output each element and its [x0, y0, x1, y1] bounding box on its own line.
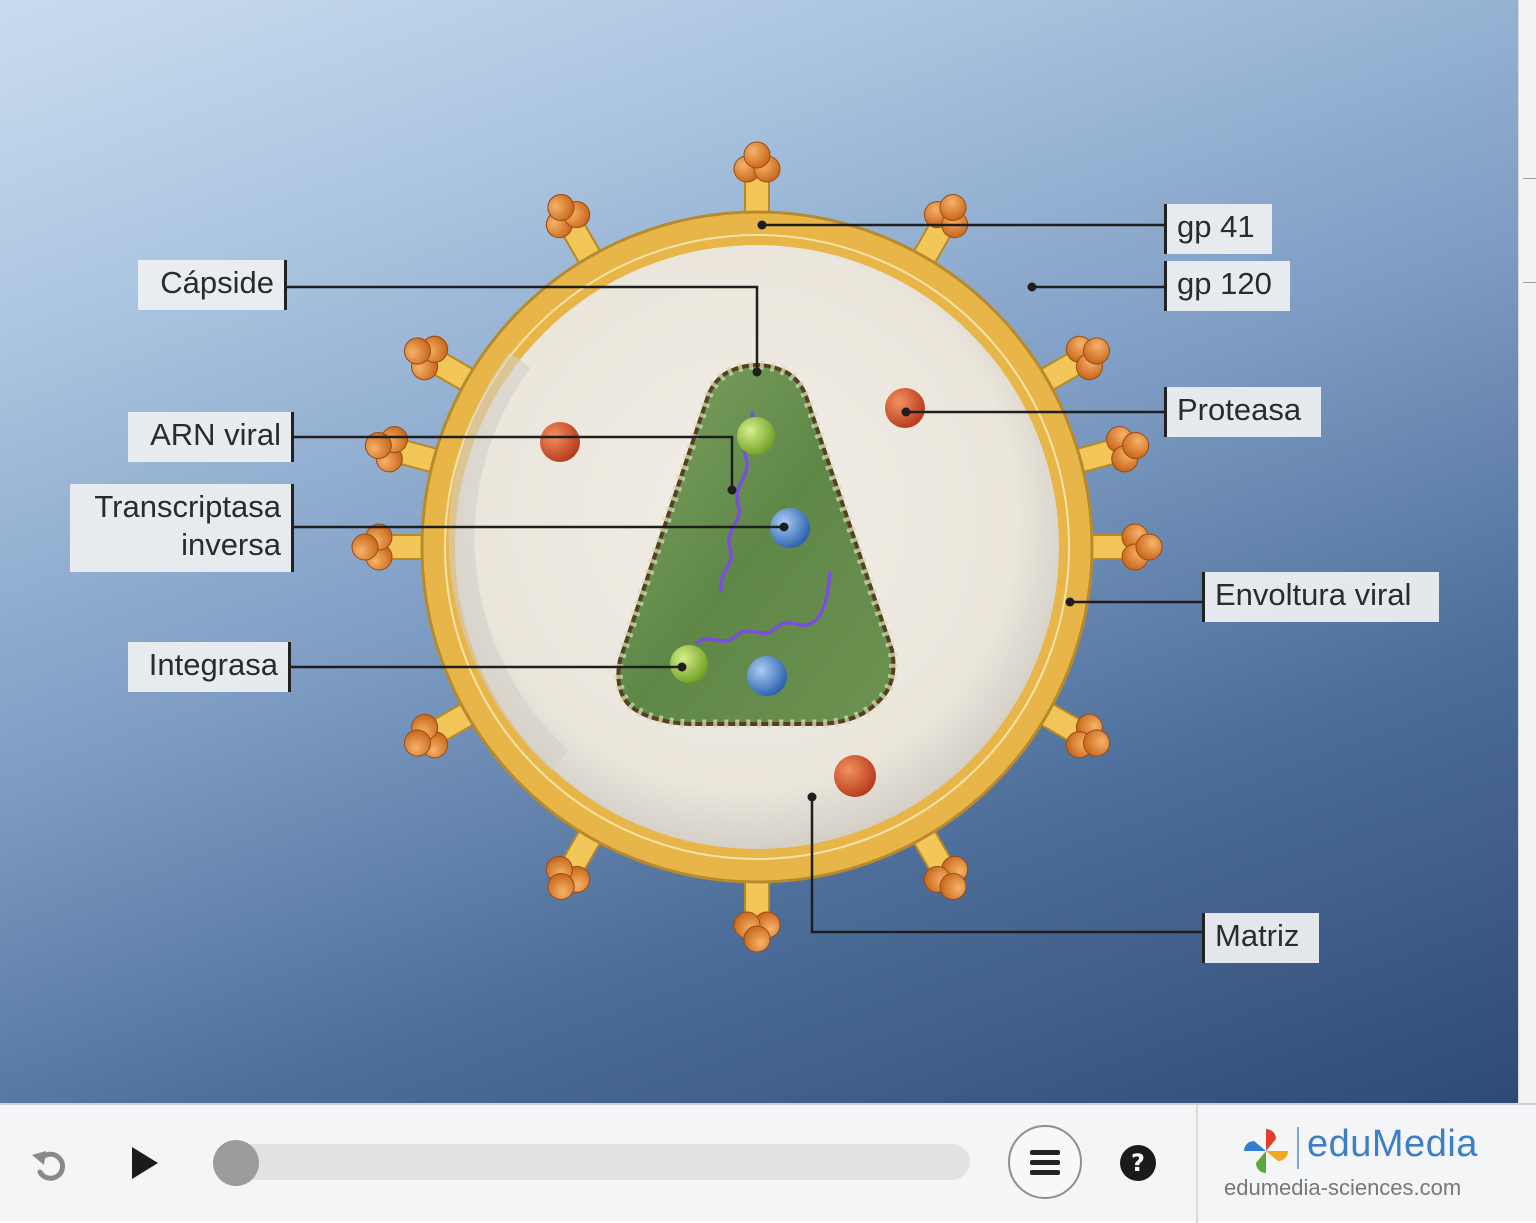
gp120-knob [1082, 337, 1110, 365]
scroll-tick [1523, 282, 1536, 283]
envelope-spike [733, 141, 781, 222]
progress-slider[interactable] [214, 1144, 970, 1180]
leader-lines [287, 223, 1202, 934]
progress-slider-handle[interactable] [213, 1140, 259, 1186]
gp120-knob [404, 337, 432, 365]
gp120-knob [547, 872, 575, 900]
leader-dots [677, 220, 1075, 802]
reset-button[interactable] [28, 1143, 72, 1187]
gp120-knob [1135, 533, 1163, 561]
play-button[interactable] [122, 1141, 166, 1185]
help-button[interactable]: ? [1120, 1145, 1156, 1181]
label-integrasa: Integrasa [128, 642, 291, 692]
gp120-knob [743, 141, 771, 169]
gp120-knob [1122, 432, 1150, 460]
scroll-tick [1523, 178, 1536, 179]
gp120-knob [743, 925, 771, 953]
hiv-virion-illustration [287, 141, 1202, 953]
label-gp120: gp 120 [1164, 261, 1290, 311]
gp120-knob [1082, 729, 1110, 757]
brand-divider [1196, 1105, 1198, 1223]
label-transcriptasa-inversa: Transcriptasa inversa [70, 484, 294, 572]
side-scrollbar[interactable] [1518, 0, 1536, 1103]
play-icon [132, 1147, 158, 1179]
protease-particle [834, 755, 876, 797]
gp120-knob [547, 194, 575, 222]
gp120-knob [939, 194, 967, 222]
reset-icon [32, 1151, 66, 1181]
gp120-knob [364, 432, 392, 460]
menu-button[interactable] [1008, 1125, 1082, 1199]
transcriptase-particle [747, 656, 787, 696]
transcriptase-particle [770, 508, 810, 548]
envelope-spikes [351, 141, 1163, 953]
edumedia-logo-icon [1240, 1125, 1292, 1177]
envelope-spike [351, 523, 432, 571]
envelope-spike [1034, 700, 1110, 759]
label-proteasa: Proteasa [1164, 387, 1321, 437]
integrase-particle [670, 645, 708, 683]
brand-url[interactable]: edumedia-sciences.com [1224, 1175, 1462, 1200]
envelope-spike [1068, 426, 1150, 475]
matrix-shadow [448, 352, 569, 770]
brand-name[interactable]: eduMedia [1307, 1123, 1478, 1165]
capsid-border-pattern [613, 360, 898, 729]
label-envoltura-viral: Envoltura viral [1202, 572, 1439, 622]
envelope-spike [364, 426, 446, 475]
gp120-knob [939, 872, 967, 900]
menu-icon [1030, 1160, 1060, 1165]
gp120-knob [351, 533, 379, 561]
leader-matriz [810, 797, 1202, 934]
label-capside: Cápside [138, 260, 287, 310]
envelope-inner-line [444, 234, 1070, 860]
envelope-spike [733, 872, 781, 953]
rna-strand-2 [694, 571, 832, 646]
integrase-particle [737, 417, 775, 455]
gp120-knob [404, 729, 432, 757]
label-matriz: Matriz [1202, 913, 1319, 963]
menu-icon [1030, 1170, 1060, 1175]
diagram-stage: Cápside ARN viral Transcriptasa inversa … [0, 0, 1518, 1103]
leader-capside [287, 285, 759, 372]
label-gp41: gp 41 [1164, 204, 1272, 254]
player-controls: ? eduMedia edumedia-sciences.com [0, 1103, 1536, 1223]
menu-icon [1030, 1150, 1060, 1155]
label-arn-viral: ARN viral [128, 412, 294, 462]
envelope-spike [1082, 523, 1163, 571]
protease-particle [540, 422, 580, 462]
brand-separator [1297, 1127, 1299, 1169]
leader-arn-viral [294, 435, 734, 490]
